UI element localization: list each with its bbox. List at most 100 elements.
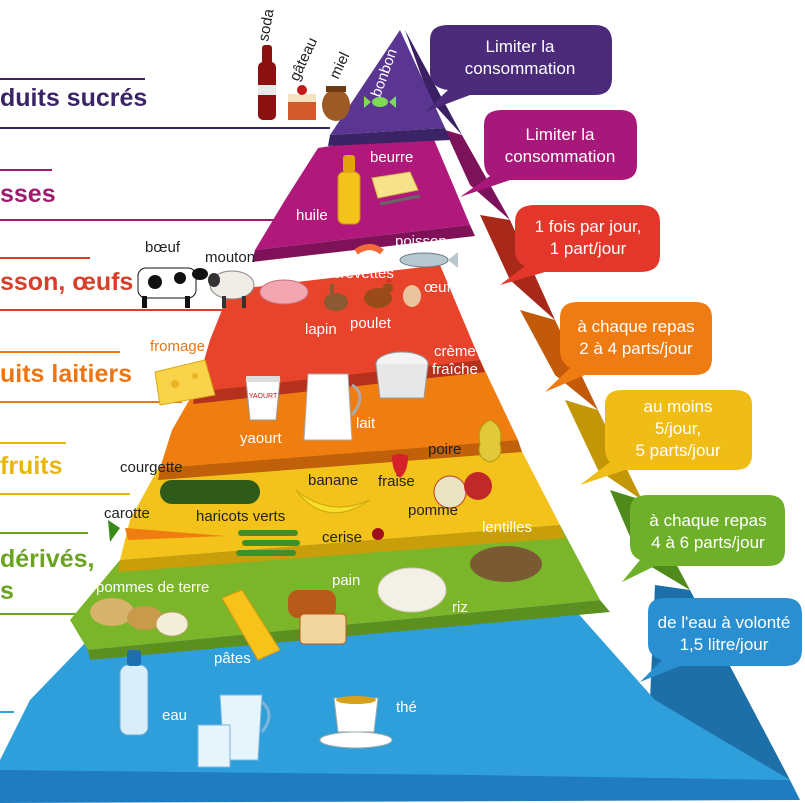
carrot-icon xyxy=(108,520,225,542)
apple-icon xyxy=(433,472,492,509)
tier-graisses xyxy=(252,130,475,262)
label-fromage: fromage xyxy=(150,338,205,355)
bubble-eau: de l'eau à volonté 1,5 litre/jour xyxy=(640,598,802,682)
strawberry-icon xyxy=(392,454,408,478)
bubble-graisses: Limiter la consommation xyxy=(460,110,637,197)
label-pates: pâtes xyxy=(214,650,251,667)
zucchini-icon xyxy=(160,480,260,504)
label-miel: miel xyxy=(326,50,353,82)
guide-lines xyxy=(0,78,330,713)
label-porc: porc xyxy=(276,259,306,276)
label-pommes-de-terre: pommes de terre xyxy=(96,579,209,596)
yogurt-pot-icon: YAOURT xyxy=(245,376,281,421)
bubble-laitiers-line2: 2 à 4 parts/jour xyxy=(579,339,693,358)
label-lapin: lapin xyxy=(305,321,337,338)
candy-icon xyxy=(364,96,396,108)
label-banane: banane xyxy=(308,472,358,489)
soda-bottle-icon xyxy=(258,45,276,120)
bubble-laitiers: à chaque repas 2 à 4 parts/jour xyxy=(545,302,712,392)
bread-icon xyxy=(288,590,347,645)
label-pain: pain xyxy=(332,572,360,589)
bubble-feculents: à chaque repas 4 à 6 parts/jour xyxy=(622,495,785,582)
label-yaourt: yaourt xyxy=(240,430,283,447)
label-creme-2: fraîche xyxy=(432,361,478,378)
left-label-sucres: duits sucrés xyxy=(0,84,148,112)
label-cerise: cerise xyxy=(322,529,362,546)
bubble-viande-line2: 1 part/jour xyxy=(550,239,627,258)
label-poulet: poulet xyxy=(350,315,392,332)
cherry-icon xyxy=(372,528,384,540)
label-gateau: gâteau xyxy=(286,35,321,84)
label-boeuf: bœuf xyxy=(145,239,181,256)
honey-pot-icon xyxy=(322,86,350,121)
label-haricots: haricots verts xyxy=(196,508,285,525)
left-label-fruits: fruits xyxy=(0,452,63,480)
bubble-viande: 1 fois par jour, 1 part/jour xyxy=(500,205,660,285)
bubble-eau-line2: 1,5 litre/jour xyxy=(680,635,769,654)
oil-bottle-icon xyxy=(337,155,361,225)
bubble-sucres: Limiter la consommation xyxy=(425,25,612,112)
milk-jug-icon xyxy=(303,373,362,441)
bubble-feculents-line2: 4 à 6 parts/jour xyxy=(651,533,765,552)
bubble-eau-line1: de l'eau à volonté xyxy=(658,613,791,632)
label-soda: soda xyxy=(255,7,278,43)
label-fraise: fraise xyxy=(378,473,415,490)
butter-icon xyxy=(371,171,421,206)
left-label-graisses: sses xyxy=(0,180,56,208)
rice-icon xyxy=(377,567,447,613)
label-the: thé xyxy=(396,699,417,716)
lentils-icon xyxy=(470,546,542,582)
cream-pot-icon xyxy=(375,351,429,399)
potatoes-icon xyxy=(90,598,189,637)
label-mouton: mouton xyxy=(205,249,255,266)
label-carotte: carotte xyxy=(104,505,150,522)
chicken-icon xyxy=(364,278,393,308)
fish-icon xyxy=(399,252,458,268)
tea-cup-icon xyxy=(319,696,393,749)
left-label-feculents-2: s xyxy=(0,577,14,605)
left-label-viande: sson, œufs xyxy=(0,268,134,296)
label-lait: lait xyxy=(356,415,376,432)
label-oeuf: œuf xyxy=(424,279,452,296)
label-creme-1: crème xyxy=(434,343,476,360)
left-label-laitiers: uits laitiers xyxy=(0,360,132,388)
bubble-sucres-line2: consommation xyxy=(465,59,576,78)
pig-icon xyxy=(259,279,309,305)
bubble-feculents-line1: à chaque repas xyxy=(649,511,766,530)
pasta-icon xyxy=(221,589,281,661)
pear-icon xyxy=(478,419,502,463)
rabbit-icon xyxy=(324,284,348,311)
shrimp-icon xyxy=(354,244,384,255)
water-glass-icon xyxy=(197,724,231,768)
label-crevettes: crevettes xyxy=(333,265,394,282)
bubble-fruits-line3: 5 parts/jour xyxy=(635,441,720,460)
bubble-graisses-line1: Limiter la xyxy=(526,125,596,144)
left-label-feculents-1: dérivés, xyxy=(0,545,95,573)
sheep-icon xyxy=(208,270,255,308)
cheese-icon xyxy=(154,359,216,406)
green-beans-icon xyxy=(236,530,300,556)
banana-icon xyxy=(295,489,371,514)
label-huile: huile xyxy=(296,207,328,224)
bubble-graisses-line2: consommation xyxy=(505,147,616,166)
yaourt-pot-text: YAOURT xyxy=(249,393,278,400)
bubble-viande-line1: 1 fois par jour, xyxy=(535,217,642,236)
label-eau: eau xyxy=(162,707,187,724)
bubble-fruits-line2: 5/jour, xyxy=(655,419,701,438)
egg-icon xyxy=(403,285,421,307)
bubble-sucres-line1: Limiter la xyxy=(486,37,556,56)
label-poisson: poisson xyxy=(395,233,447,250)
water-bottle-icon xyxy=(119,650,149,736)
cow-icon xyxy=(137,267,208,308)
cake-icon xyxy=(288,85,316,120)
tier-sucres xyxy=(328,30,450,146)
label-pomme: pomme xyxy=(408,502,458,519)
label-riz: riz xyxy=(452,599,468,616)
bubble-fruits: au moins 5/jour, 5 parts/jour xyxy=(580,390,752,485)
bubble-fruits-line1: au moins xyxy=(644,397,713,416)
bubble-laitiers-line1: à chaque repas xyxy=(577,317,694,336)
label-lentilles: lentilles xyxy=(482,519,532,536)
label-beurre: beurre xyxy=(370,149,413,166)
label-courgette: courgette xyxy=(120,459,183,476)
